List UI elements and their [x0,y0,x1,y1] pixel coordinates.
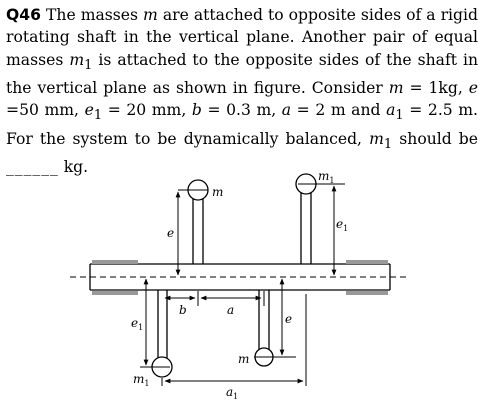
label-e-bottom: e [285,312,292,326]
symbol-e1: e [84,101,94,120]
text-segment: should be [392,129,479,148]
answer-blank: ______ [6,158,59,177]
symbol-m1: m [369,129,384,148]
label-a: a [227,303,234,317]
arm-top-m1 [295,173,317,264]
text-segment: are attached to opposite sides of a rigi… [6,6,478,69]
label-a1: a1 [226,385,238,401]
subscript: 1 [93,108,103,124]
symbol-e: e [468,79,478,97]
symbol-b: b [191,101,202,120]
text-segment: = 2.5 m. For the system to be dynamicall… [6,101,479,148]
shaft [89,263,391,291]
label-e1-left: e1 [131,316,143,332]
symbol-m: m [69,50,85,69]
label-b: b [179,303,187,317]
dim-e1-left [140,278,170,368]
label-e-top: e [167,226,174,240]
text-segment: kg. [58,158,89,177]
dim-e1-right [298,183,345,276]
subscript: 1 [383,136,393,152]
text-segment: The masses [46,6,144,24]
text-segment: =50 mm, [6,101,85,120]
text-segment: = 20 mm, [102,101,192,120]
text-segment: is attached to the opposite sides of the… [6,50,479,97]
arm-top-m [187,179,209,264]
dim-e-bottom [254,278,296,358]
label-e1-right: e1 [336,217,348,233]
label-m1-bottom: m1 [133,372,149,388]
dim-e-top [175,189,208,276]
symbol-m: m [388,79,404,97]
label-m-bottom: m [238,352,249,366]
dim-b-a [164,291,265,306]
subscript: 1 [395,108,404,124]
question-number: Q46 [6,6,41,24]
text-segment: = 0.3 m, [201,101,282,120]
label-m1-top: m1 [318,169,334,185]
shaft-hatch [92,260,388,295]
text-segment: = 1kg, [403,79,469,97]
subscript: 1 [84,57,93,73]
text-segment: = 2 m and [291,101,387,120]
symbol-m: m [143,6,158,24]
symbol-a: a [281,101,292,120]
symbol-a1: a [386,101,396,120]
question-text: Q46 The masses m are attached to opposit… [6,4,478,178]
label-m-top: m [212,185,223,199]
dim-a1 [161,294,307,386]
arm-bottom-m1 [151,290,173,378]
